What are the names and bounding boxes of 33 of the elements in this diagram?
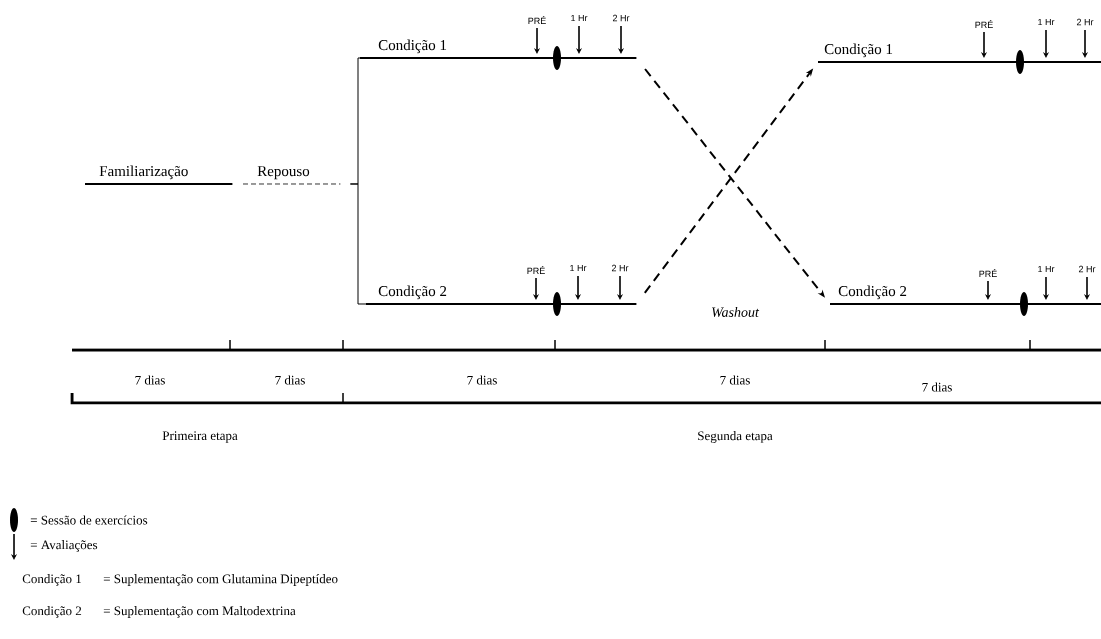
timeline-segment: Condição 1 (817, 43, 1101, 63)
key-text: Condição 1 (22, 574, 81, 586)
time-point-label: 1 Hr (571, 14, 588, 22)
time-point-label: PRÉ (979, 269, 997, 277)
time-point-label: 1 Hr (1038, 265, 1055, 273)
key-text: = Suplementação com Glutamina Dipeptídeo (103, 574, 338, 586)
time-point-label: 2 Hr (1078, 265, 1096, 273)
time-point-label: 2 Hr (612, 14, 630, 22)
timeline-segment: Condição 1 (359, 39, 638, 59)
legend-text: = Avaliações (30, 540, 98, 552)
duration-label: 7 dias (275, 375, 305, 385)
duration-label: Primeira etapa (162, 431, 238, 443)
key-text: Condição 2 (22, 606, 82, 618)
timeline-segment: Condição 2 (829, 285, 1101, 305)
duration-label: 7 dias (467, 375, 497, 385)
time-point-label: 1 Hr (1038, 18, 1055, 26)
bracket-line (349, 183, 367, 305)
duration-label: Segunda etapa (698, 431, 773, 443)
time-point-label: 2 Hr (1076, 18, 1094, 26)
time-point-label: PRÉ (975, 20, 993, 28)
duration-label: 7 dias (922, 382, 952, 392)
phase-label: Washout (712, 307, 760, 317)
timeline-segment: Familiarização (84, 165, 234, 185)
time-point-label: 1 Hr (570, 264, 587, 272)
key-text: = Suplementação com Maltodextrina (103, 606, 296, 618)
timeline-segment: Condição 2 (365, 285, 638, 305)
duration-label: 7 dias (720, 375, 750, 385)
time-point-label: PRÉ (528, 16, 546, 24)
time-point-label: PRÉ (527, 266, 545, 274)
legend-text: = Sessão de exercícios (30, 515, 148, 525)
duration-label: 7 dias (135, 375, 165, 385)
timeline-segment: Repouso (242, 166, 341, 185)
time-point-label: 2 Hr (611, 264, 629, 272)
